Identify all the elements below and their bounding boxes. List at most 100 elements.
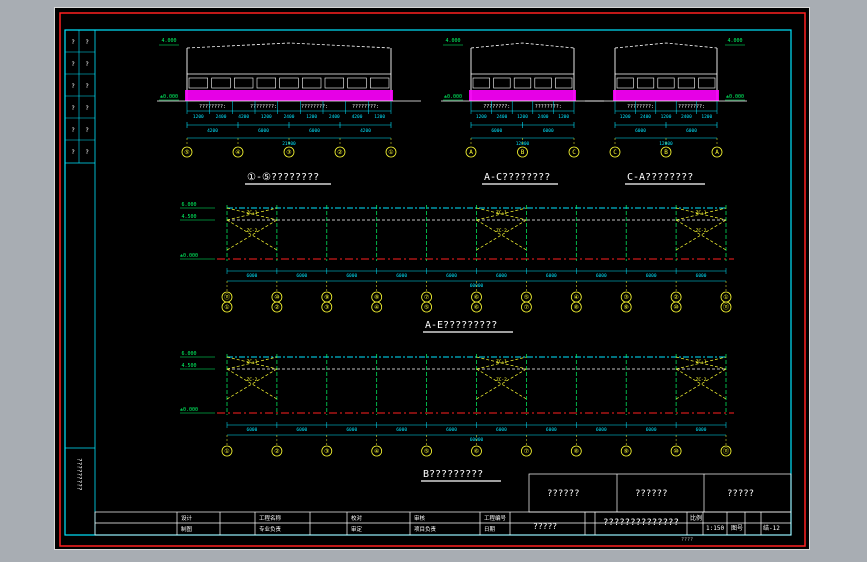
span-dimension: 6000 <box>247 273 258 279</box>
dimension-text: 4200 <box>207 128 218 134</box>
span-dimension: 6000 <box>296 427 307 433</box>
title-block-cell: 审定 <box>351 525 363 533</box>
axis-bubble <box>570 301 582 313</box>
cad-viewport[interactable]: ????????? 4.000 ±0.000????????:????????:?… <box>54 7 810 550</box>
brace-diagonal <box>226 207 277 221</box>
title-block-cell: 制图 <box>181 525 193 533</box>
window <box>698 77 716 89</box>
title-block-stamp-3: ????? <box>727 489 754 499</box>
level-mid: 4.500 <box>181 363 196 369</box>
brace-diagonal <box>476 368 527 400</box>
span-dimension: 6000 <box>396 273 407 279</box>
elevation-3-title: C-A???????? <box>627 172 693 183</box>
axis-label: ⑥ <box>474 294 479 301</box>
bracing-1-title: A-E????????? <box>425 320 497 331</box>
dimension-text: 4200 <box>360 128 371 134</box>
title-block-cell: 项目负责 <box>414 525 437 533</box>
span-dimension: 6000 <box>696 427 707 433</box>
axis-bubble <box>181 146 193 158</box>
axis-bubble <box>465 146 477 158</box>
axis-label: ④ <box>374 448 379 455</box>
window <box>677 77 695 89</box>
dimension-text: 2400 <box>284 114 295 120</box>
room-label: ????????: <box>250 104 277 110</box>
room-label: ????????: <box>301 104 328 110</box>
axis-label: ⑦ <box>524 304 529 311</box>
level-mid: 4.500 <box>181 214 196 220</box>
title-block-stamp-1: ?????? <box>547 489 580 499</box>
axis-label: ⑥ <box>474 304 479 311</box>
span-dimension: 6000 <box>446 427 457 433</box>
axis-bubble <box>568 146 580 158</box>
strip-cell: ? <box>85 83 89 90</box>
axis-bubble <box>334 146 346 158</box>
window <box>493 77 511 89</box>
axis-label: ⑪ <box>723 303 729 311</box>
drawing-name: ?????????????? <box>603 518 679 528</box>
brace-tag: ZC-1 <box>496 359 507 365</box>
axis-bubble <box>520 445 532 457</box>
span-dimension: 6000 <box>646 273 657 279</box>
dimension-text: 1200 <box>661 114 672 120</box>
window <box>534 77 552 89</box>
span-dimension: 6000 <box>546 273 557 279</box>
dimension-text: 6000 <box>258 128 269 134</box>
brace-diagonal <box>675 368 727 400</box>
window <box>555 77 573 89</box>
axis-bubble <box>321 301 333 313</box>
brace-diagonal <box>476 368 527 400</box>
axis-label: ⑤ <box>184 149 189 156</box>
axis-label: ① <box>723 294 728 301</box>
axis-label: ② <box>673 294 678 301</box>
axis-bubble <box>520 301 532 313</box>
span-dimension: 6000 <box>296 273 307 279</box>
title-block <box>94 473 792 536</box>
window <box>279 77 299 89</box>
dimension-text: 2400 <box>640 114 651 120</box>
span-dimension: 6000 <box>396 427 407 433</box>
strip-cell: ? <box>71 105 75 112</box>
brace-tag: ZC-2 <box>496 228 507 234</box>
project-label: ????? <box>533 522 557 531</box>
axis-label: ② <box>274 448 279 455</box>
roof-line <box>470 42 575 49</box>
side-strip <box>65 29 96 535</box>
axis-label: ② <box>337 149 342 156</box>
axis-bubble <box>283 146 295 158</box>
window <box>370 77 390 89</box>
window <box>188 77 208 89</box>
axis-label: A <box>469 149 473 156</box>
dimension-text: 1200 <box>306 114 317 120</box>
axis-label: B <box>521 149 525 156</box>
dimension-text: 6000 <box>635 128 646 134</box>
axis-label: ④ <box>235 149 240 156</box>
axis-label: C <box>572 149 576 156</box>
window <box>616 77 634 89</box>
strip-cell: ? <box>71 83 75 90</box>
window <box>324 77 344 89</box>
level-top: 4.000 <box>727 38 742 44</box>
brace-diagonal <box>476 207 527 221</box>
room-label: ????????: <box>199 104 226 110</box>
window <box>211 77 231 89</box>
strip-cell: ? <box>85 149 89 156</box>
title-block-cell: 日期 <box>484 526 496 533</box>
dimension-text: 2400 <box>681 114 692 120</box>
bracing-elevation-2: 6.0004.500±0.000ZC-1ZC-2ZC-1ZC-2ZC-1ZC-2… <box>180 351 734 457</box>
axis-label: ① <box>224 304 229 311</box>
axis-bubble <box>517 146 528 158</box>
level-datum: ±0.000 <box>444 94 462 100</box>
brace-tag: ZC-1 <box>496 210 507 216</box>
axis-bubble <box>271 445 283 457</box>
axis-bubble <box>471 301 482 313</box>
brace-diagonal <box>675 219 727 251</box>
axis-label: ⑤ <box>424 448 429 455</box>
axis-bubble <box>321 445 333 457</box>
bracing-elevation-1: 6.0004.500±0.000ZC-1ZC-2ZC-1ZC-2ZC-1ZC-2… <box>180 202 734 313</box>
axis-label: ⑩ <box>673 448 678 455</box>
brace-diagonal <box>226 356 277 370</box>
span-dimension: 6000 <box>546 427 557 433</box>
dimension-text: 1200 <box>517 114 528 120</box>
strip-cell: ? <box>71 61 75 68</box>
